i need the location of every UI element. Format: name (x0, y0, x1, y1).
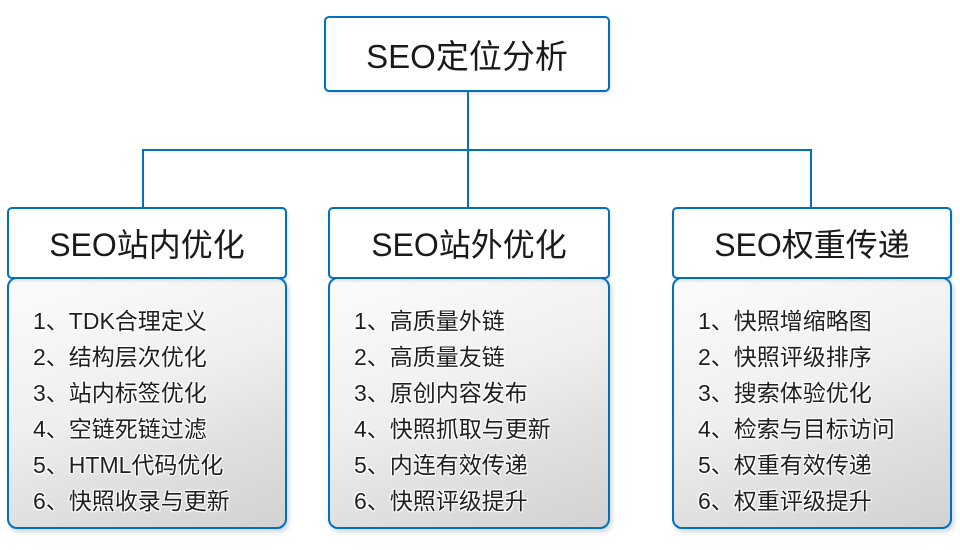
root-node: SEO定位分析 (324, 16, 610, 92)
list-item: 6、快照评级提升 (354, 488, 528, 514)
list-item: 2、高质量友链 (354, 344, 505, 370)
branch-header-onsite-label: SEO站内优化 (49, 227, 245, 263)
branch-header-weight: SEO权重传递 (672, 207, 952, 279)
root-node-label: SEO定位分析 (366, 38, 568, 75)
branch-header-offsite-label: SEO站外优化 (371, 227, 567, 263)
branch-header-onsite: SEO站内优化 (7, 207, 287, 279)
list-item: 4、空链死链过滤 (33, 416, 207, 442)
list-item: 2、快照评级排序 (698, 344, 872, 370)
connector-right-drop-line (810, 149, 812, 208)
list-item: 5、权重有效传递 (698, 452, 872, 478)
list-item: 1、TDK合理定义 (33, 308, 207, 334)
list-item: 1、快照增缩略图 (698, 308, 872, 334)
list-item: 6、权重评级提升 (698, 488, 872, 514)
connector-horizontal-line (142, 149, 812, 151)
list-item: 5、内连有效传递 (354, 452, 528, 478)
list-item: 6、快照收录与更新 (33, 488, 230, 514)
list-item: 1、高质量外链 (354, 308, 505, 334)
list-item: 4、检索与目标访问 (698, 416, 895, 442)
list-item: 5、HTML代码优化 (33, 452, 224, 478)
branch-list-onsite: 1、TDK合理定义 2、结构层次优化 3、站内标签优化 4、空链死链过滤 5、H… (7, 277, 287, 529)
list-item: 3、站内标签优化 (33, 380, 207, 406)
branch-list-weight: 1、快照增缩略图 2、快照评级排序 3、搜索体验优化 4、检索与目标访问 5、权… (672, 277, 952, 529)
list-item: 3、搜索体验优化 (698, 380, 872, 406)
connector-left-drop-line (142, 149, 144, 208)
list-item: 4、快照抓取与更新 (354, 416, 551, 442)
list-item: 2、结构层次优化 (33, 344, 207, 370)
branch-header-weight-label: SEO权重传递 (714, 227, 910, 263)
list-item: 3、原创内容发布 (354, 380, 528, 406)
branch-list-offsite: 1、高质量外链 2、高质量友链 3、原创内容发布 4、快照抓取与更新 5、内连有… (328, 277, 610, 529)
branch-header-offsite: SEO站外优化 (328, 207, 610, 279)
